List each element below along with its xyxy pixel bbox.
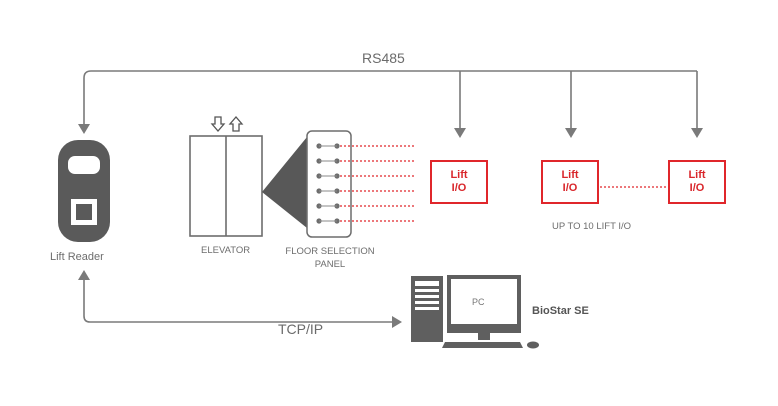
elevator-graphic <box>189 116 263 237</box>
lift-io-box-1-line2: I/O <box>451 182 467 194</box>
rs485-bus-lines <box>83 70 698 136</box>
up-arrow-icon <box>228 116 244 132</box>
pc-screen-label: PC <box>472 297 485 307</box>
floor-panel-label-line2: PANEL <box>314 259 346 270</box>
keyboard <box>442 342 523 348</box>
reader-sensor <box>76 204 92 220</box>
lift-io-box-1-line1: Lift <box>450 169 468 181</box>
arrow-to-lift-io-2 <box>565 128 577 138</box>
arrow-to-pc <box>392 316 402 328</box>
down-arrow-icon <box>210 116 226 132</box>
pc-tower <box>411 276 443 342</box>
tcpip-label: TCP/IP <box>278 321 324 337</box>
tcpip-line <box>78 270 402 328</box>
arrow-to-reader-up <box>78 270 90 280</box>
panel-button-pair-links <box>319 145 337 222</box>
arrow-to-lift-io-1 <box>454 128 466 138</box>
lift-reader-label: Lift Reader <box>50 251 104 263</box>
lift-io-box-3: Lift I/O <box>668 160 726 204</box>
panel-wiring <box>340 145 414 222</box>
pc-monitor <box>442 275 539 349</box>
rs485-label: RS485 <box>362 50 405 66</box>
arrow-to-lift-io-3 <box>691 128 703 138</box>
rs485-bus-line <box>83 70 698 126</box>
biostar-label: BioStar SE <box>532 305 589 317</box>
floor-selection-panel <box>306 130 352 238</box>
lift-io-box-2-line2: I/O <box>562 182 578 194</box>
monitor-screen <box>451 279 517 324</box>
floor-panel-label-line1: FLOOR SELECTION <box>285 246 375 257</box>
arrow-to-reader <box>78 124 90 134</box>
elevator-panel-link-cone <box>262 137 307 228</box>
lift-reader-device <box>58 140 110 242</box>
lift-io-box-2: Lift I/O <box>541 160 599 204</box>
elevator-label: ELEVATOR <box>201 245 251 256</box>
mouse-icon <box>527 341 539 349</box>
lift-io-box-3-line2: I/O <box>689 182 705 194</box>
reader-display <box>68 156 100 174</box>
lift-io-box-3-line1: Lift <box>688 169 706 181</box>
lift-io-box-1: Lift I/O <box>430 160 488 204</box>
lift-io-note: UP TO 10 LIFT I/O <box>552 221 632 232</box>
lift-io-box-2-line1: Lift <box>561 169 579 181</box>
rs485-arrowheads <box>78 124 703 138</box>
floor-panel-label: FLOOR SELECTION PANEL <box>278 245 382 271</box>
